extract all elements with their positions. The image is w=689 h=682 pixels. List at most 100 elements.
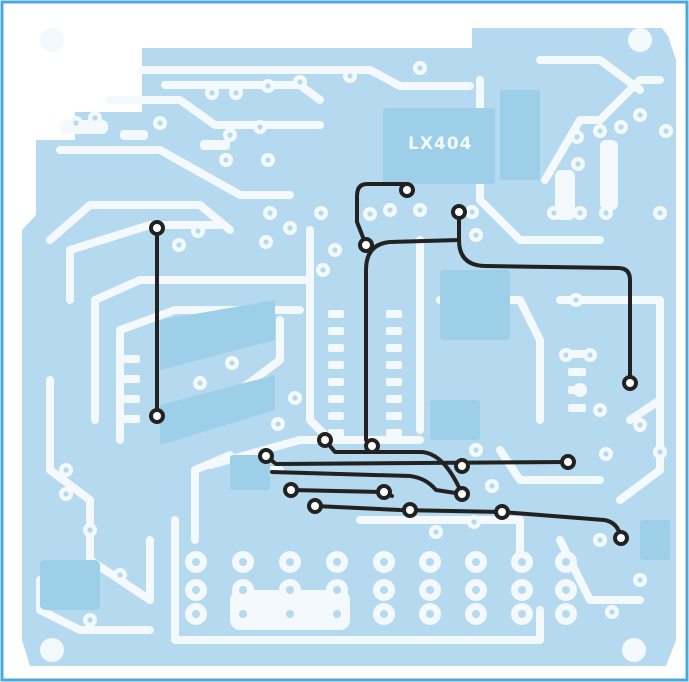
solder-hole — [663, 128, 669, 134]
ic-pin — [122, 395, 140, 403]
solder-hole — [257, 124, 263, 130]
jumper-row-2 — [323, 438, 464, 496]
solder-hole — [473, 232, 479, 238]
mounting-hole — [40, 28, 64, 52]
ic-pin — [328, 429, 344, 437]
solder-hole — [417, 65, 423, 71]
connector-hole — [286, 586, 294, 594]
solder-hole — [657, 449, 663, 455]
jumper-end — [613, 530, 629, 546]
jumper-ends — [149, 182, 638, 546]
solder-hole — [597, 128, 603, 134]
jumper-top-loop — [355, 182, 409, 247]
jumper-end — [364, 438, 380, 454]
board-copper — [22, 28, 676, 666]
pads — [40, 28, 673, 662]
ic-pin — [328, 344, 344, 352]
solder-hole — [92, 115, 98, 121]
solder-hole — [63, 467, 69, 473]
jumper-end — [307, 498, 323, 514]
ic-pin — [328, 310, 344, 318]
solder-hole — [263, 239, 269, 245]
copper-pours — [40, 90, 670, 610]
solder-hole — [197, 380, 203, 386]
solder-hole — [603, 210, 609, 216]
solder-hole — [157, 120, 163, 126]
solder-hole — [229, 360, 235, 366]
solder-hole — [287, 225, 293, 231]
ic-pin — [386, 310, 402, 318]
jumper-end — [149, 408, 165, 424]
connector-hole — [192, 610, 200, 618]
solder-hole — [275, 421, 281, 427]
solder-hole — [367, 211, 373, 217]
connector-hole — [426, 586, 434, 594]
connector-hole — [333, 610, 341, 618]
ic-pin — [122, 375, 140, 383]
solder-hole — [469, 209, 475, 215]
solder-hole — [332, 247, 338, 253]
jumper-right-return — [457, 238, 632, 385]
connector-hole — [562, 610, 570, 618]
solder-hole — [597, 537, 603, 543]
solder-hole — [637, 577, 643, 583]
connector-hole — [518, 586, 526, 594]
solder-hole — [227, 132, 233, 138]
ic-pin — [122, 415, 140, 423]
connector-hole — [192, 558, 200, 566]
solder-hole — [233, 90, 239, 96]
ic-pin — [568, 350, 586, 358]
connector-hole — [333, 558, 341, 566]
ic-pin — [386, 361, 402, 369]
connector-hole — [562, 558, 570, 566]
jumper-end — [402, 502, 418, 518]
ic-pin — [386, 327, 402, 335]
solder-hole — [574, 134, 580, 140]
ic-pad-block — [383, 108, 495, 184]
ic-pin — [386, 395, 402, 403]
ic-pin — [386, 344, 402, 352]
jumper-end — [622, 375, 638, 391]
solder-hole — [609, 609, 615, 615]
solder-hole — [73, 120, 79, 126]
jumper-end — [451, 204, 467, 220]
jumper-end — [560, 454, 576, 470]
connector-hole — [333, 586, 341, 594]
solder-hole — [297, 79, 303, 85]
ic-pin — [386, 378, 402, 386]
solder-hole — [433, 529, 439, 535]
connector-hole — [472, 610, 480, 618]
solder-hole — [473, 447, 479, 453]
solder-hole — [637, 422, 643, 428]
solder-hole — [603, 451, 609, 457]
solder-hole — [417, 207, 423, 213]
solder-hole — [637, 112, 643, 118]
connector-hole — [426, 558, 434, 566]
solder-hole — [209, 90, 215, 96]
ic-pin — [328, 327, 344, 335]
ic-pin — [328, 378, 344, 386]
solder-hole — [587, 352, 593, 358]
connector-hole — [380, 610, 388, 618]
ic-pin — [122, 355, 140, 363]
solder-hole — [471, 519, 477, 525]
solder-hole — [489, 483, 495, 489]
ic-pin — [568, 404, 586, 412]
connector-hole — [426, 610, 434, 618]
connector-hole — [239, 586, 247, 594]
connector-hole — [239, 610, 247, 618]
solder-hole — [176, 242, 182, 248]
jumper-end — [149, 220, 165, 236]
solder-hole — [223, 157, 229, 163]
mounting-hole — [40, 638, 64, 662]
jumper-end — [494, 504, 510, 520]
jumper-end — [283, 482, 299, 498]
solder-hole — [195, 228, 201, 234]
solder-hole — [387, 207, 393, 213]
solder-hole — [575, 161, 581, 167]
solder-hole — [265, 157, 271, 163]
solder-hole — [597, 407, 603, 413]
connector-hole — [518, 610, 526, 618]
ic-pin — [386, 429, 402, 437]
jumper-end — [358, 237, 374, 253]
